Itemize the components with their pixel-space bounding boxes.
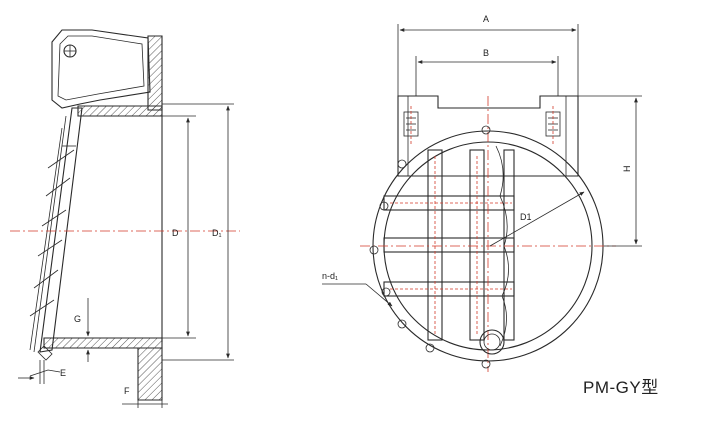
dim-D1-front: D1 bbox=[520, 212, 532, 222]
hinge-arm bbox=[51, 29, 151, 109]
door-stop bbox=[479, 329, 505, 355]
bottom-wall bbox=[43, 337, 163, 349]
top-bracket bbox=[397, 95, 579, 177]
dim-E: E bbox=[60, 368, 66, 378]
dim-G: G bbox=[74, 314, 81, 324]
dim-nd1: n-d₁ bbox=[322, 271, 338, 281]
dim-H: H bbox=[622, 166, 632, 173]
door-grid bbox=[383, 149, 515, 341]
model-label: PM-GY型 bbox=[583, 378, 659, 397]
dim-D1-side: D₁ bbox=[212, 228, 222, 238]
front-view: A B H D1 n-d₁ bbox=[322, 14, 642, 372]
dim-F: F bbox=[124, 386, 130, 396]
dim-B: B bbox=[483, 48, 489, 58]
flap-door bbox=[39, 107, 83, 353]
side-view: D D₁ G E F bbox=[10, 29, 240, 408]
dim-A: A bbox=[483, 14, 489, 24]
bolt-holes bbox=[369, 125, 491, 369]
flange-wall bbox=[147, 35, 163, 111]
dim-D: D bbox=[172, 228, 179, 238]
